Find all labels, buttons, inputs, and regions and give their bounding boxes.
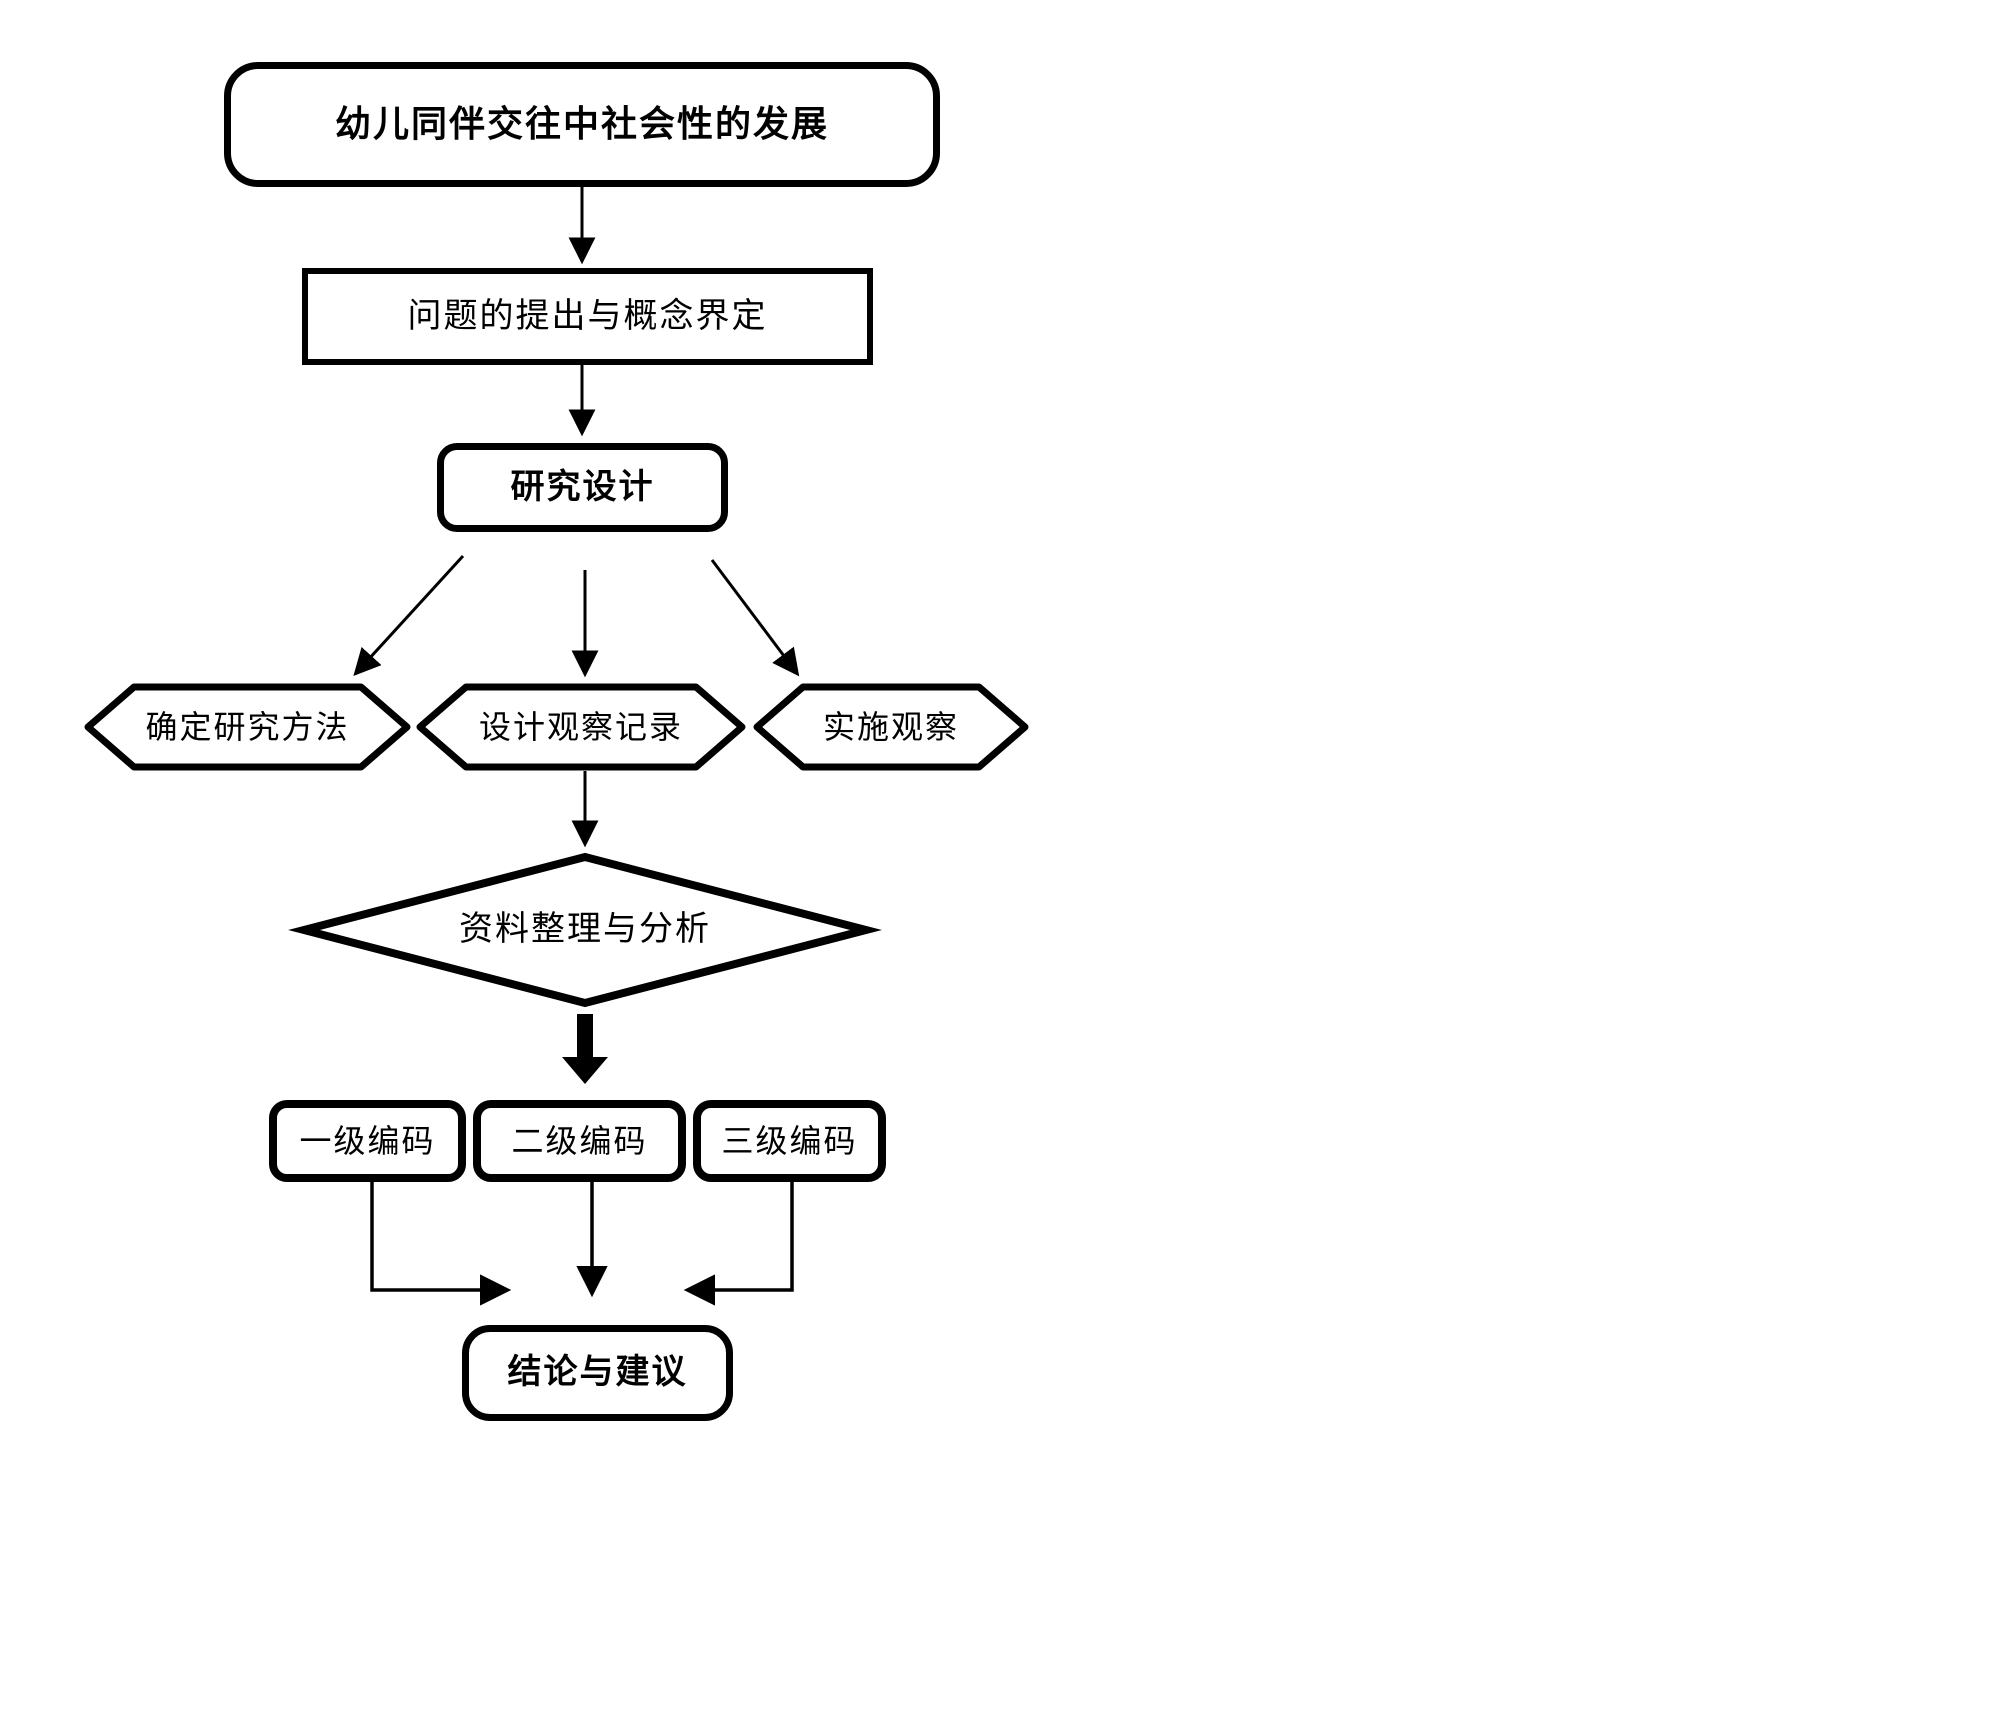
connector-coding3-to-conclusion bbox=[683, 1182, 794, 1306]
node-coding-level-1: 一级编码 bbox=[269, 1100, 466, 1182]
arrow-design-to-observe bbox=[710, 559, 800, 677]
node-title: 幼儿同伴交往中社会性的发展 bbox=[224, 62, 940, 187]
hexagon-method-shape bbox=[84, 683, 411, 771]
node-data-analysis-label: 资料整理与分析 bbox=[459, 909, 711, 950]
node-coding-level-2: 二级编码 bbox=[473, 1100, 686, 1182]
connector-coding1-to-conclusion bbox=[370, 1182, 512, 1306]
thick-arrow-analysis-to-coding bbox=[562, 1014, 608, 1084]
node-determine-method-label: 确定研究方法 bbox=[145, 707, 350, 746]
hexagon-record-shape bbox=[416, 683, 746, 771]
hexagon-observe-shape bbox=[753, 683, 1029, 771]
node-implement-observation-label: 实施观察 bbox=[822, 707, 959, 746]
node-problem-definition: 问题的提出与概念界定 bbox=[302, 268, 873, 365]
node-coding-level-3: 三级编码 bbox=[693, 1100, 886, 1182]
node-research-design: 研究设计 bbox=[437, 443, 728, 532]
arrow-design-to-method bbox=[353, 554, 465, 676]
node-conclusion: 结论与建议 bbox=[462, 1325, 733, 1421]
diamond-analysis-shape bbox=[288, 852, 882, 1008]
node-design-observation-record-label: 设计观察记录 bbox=[478, 707, 683, 746]
